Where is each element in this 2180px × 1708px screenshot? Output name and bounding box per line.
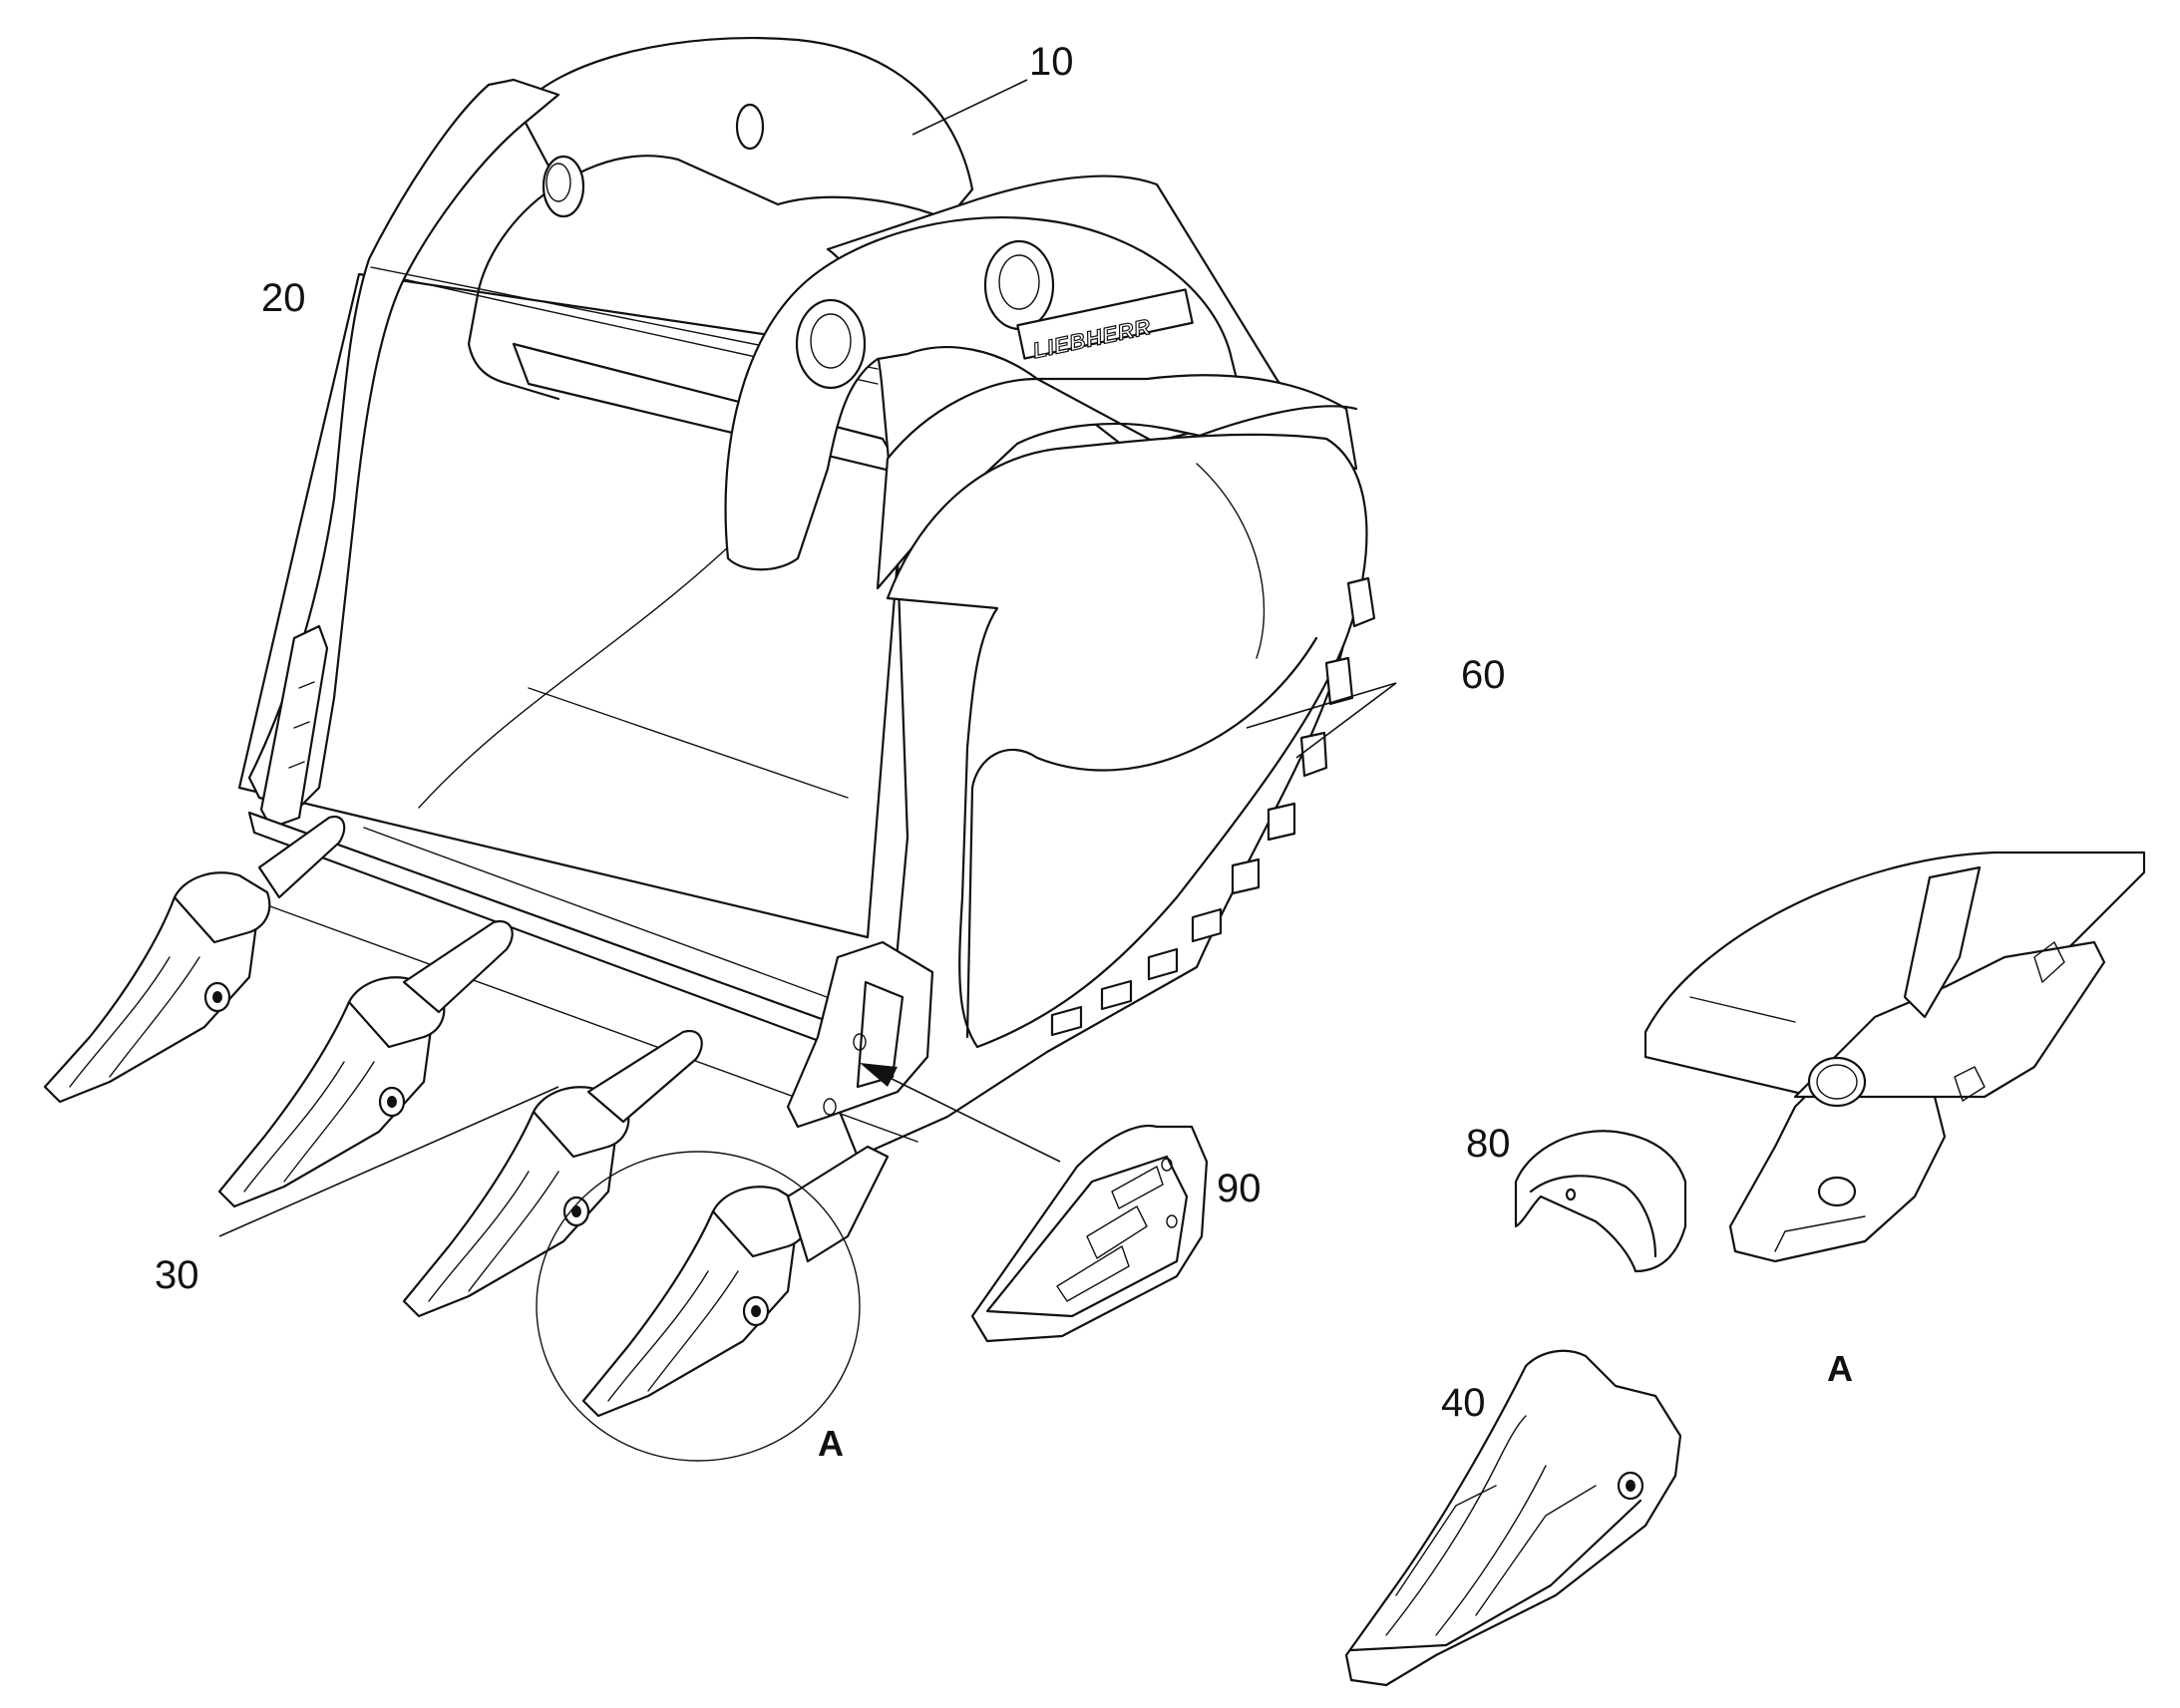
side-wear-blocks	[1050, 576, 1376, 1037]
assembly-arrow-line	[877, 1071, 1061, 1163]
ear-hole-left	[542, 155, 585, 218]
tooth-1	[43, 815, 346, 1104]
bucket-body: LIEBHERR	[237, 37, 1376, 1159]
rear-wall-curve	[418, 517, 759, 809]
side-plate-left	[247, 78, 560, 810]
ear-hole-rear	[735, 103, 765, 151]
tooth-40	[1344, 1349, 1682, 1687]
detail-view-a	[1643, 851, 2146, 1263]
part-label-80: 80	[1466, 1122, 1511, 1166]
detail-circle-a	[536, 1151, 861, 1462]
tooth-1-cap	[173, 871, 271, 944]
leader-60-b	[1295, 682, 1397, 759]
floor-crease	[528, 687, 849, 799]
tooth-2-adapter	[402, 919, 514, 1014]
tooth-cap-80	[1514, 1130, 1687, 1273]
part-label-60: 60	[1461, 653, 1506, 697]
leader-30	[218, 1086, 559, 1237]
part-label-20: 20	[261, 276, 306, 320]
detail-view-label-a: A	[1827, 1348, 1853, 1389]
detail-adapter	[1728, 1045, 1947, 1263]
tooth-3	[402, 1029, 703, 1318]
detail-bucket-section	[1643, 851, 2146, 1099]
side-cutout	[965, 636, 1318, 1039]
side-wear-strip-left	[259, 624, 329, 830]
assembly-arrowhead	[860, 1063, 898, 1087]
detail-pin-hole	[1817, 1176, 1857, 1207]
ear-hole-right-front	[795, 298, 867, 390]
tooth-4-adapter	[786, 1145, 890, 1263]
ear-bracket-rear	[517, 37, 974, 221]
tooth-3-adapter	[586, 1029, 703, 1124]
tooth-4	[581, 1145, 890, 1418]
ear-hole-right-rear	[983, 239, 1055, 331]
leader-10	[911, 79, 1028, 136]
part-label-10: 10	[1029, 40, 1074, 84]
tooth-1-adapter	[257, 815, 346, 899]
detail-marker-a: A	[818, 1423, 844, 1464]
side-protector-90	[970, 1124, 1209, 1343]
detail-lifting-strap	[1903, 865, 1982, 1019]
tooth-2	[217, 919, 514, 1208]
side-top-rim	[876, 374, 1358, 590]
part-label-90: 90	[1217, 1167, 1262, 1210]
part-label-40: 40	[1441, 1381, 1486, 1425]
side-plate-inner-face	[886, 433, 1368, 1049]
part-label-30: 30	[155, 1253, 199, 1297]
leader-60-a	[1246, 682, 1397, 729]
